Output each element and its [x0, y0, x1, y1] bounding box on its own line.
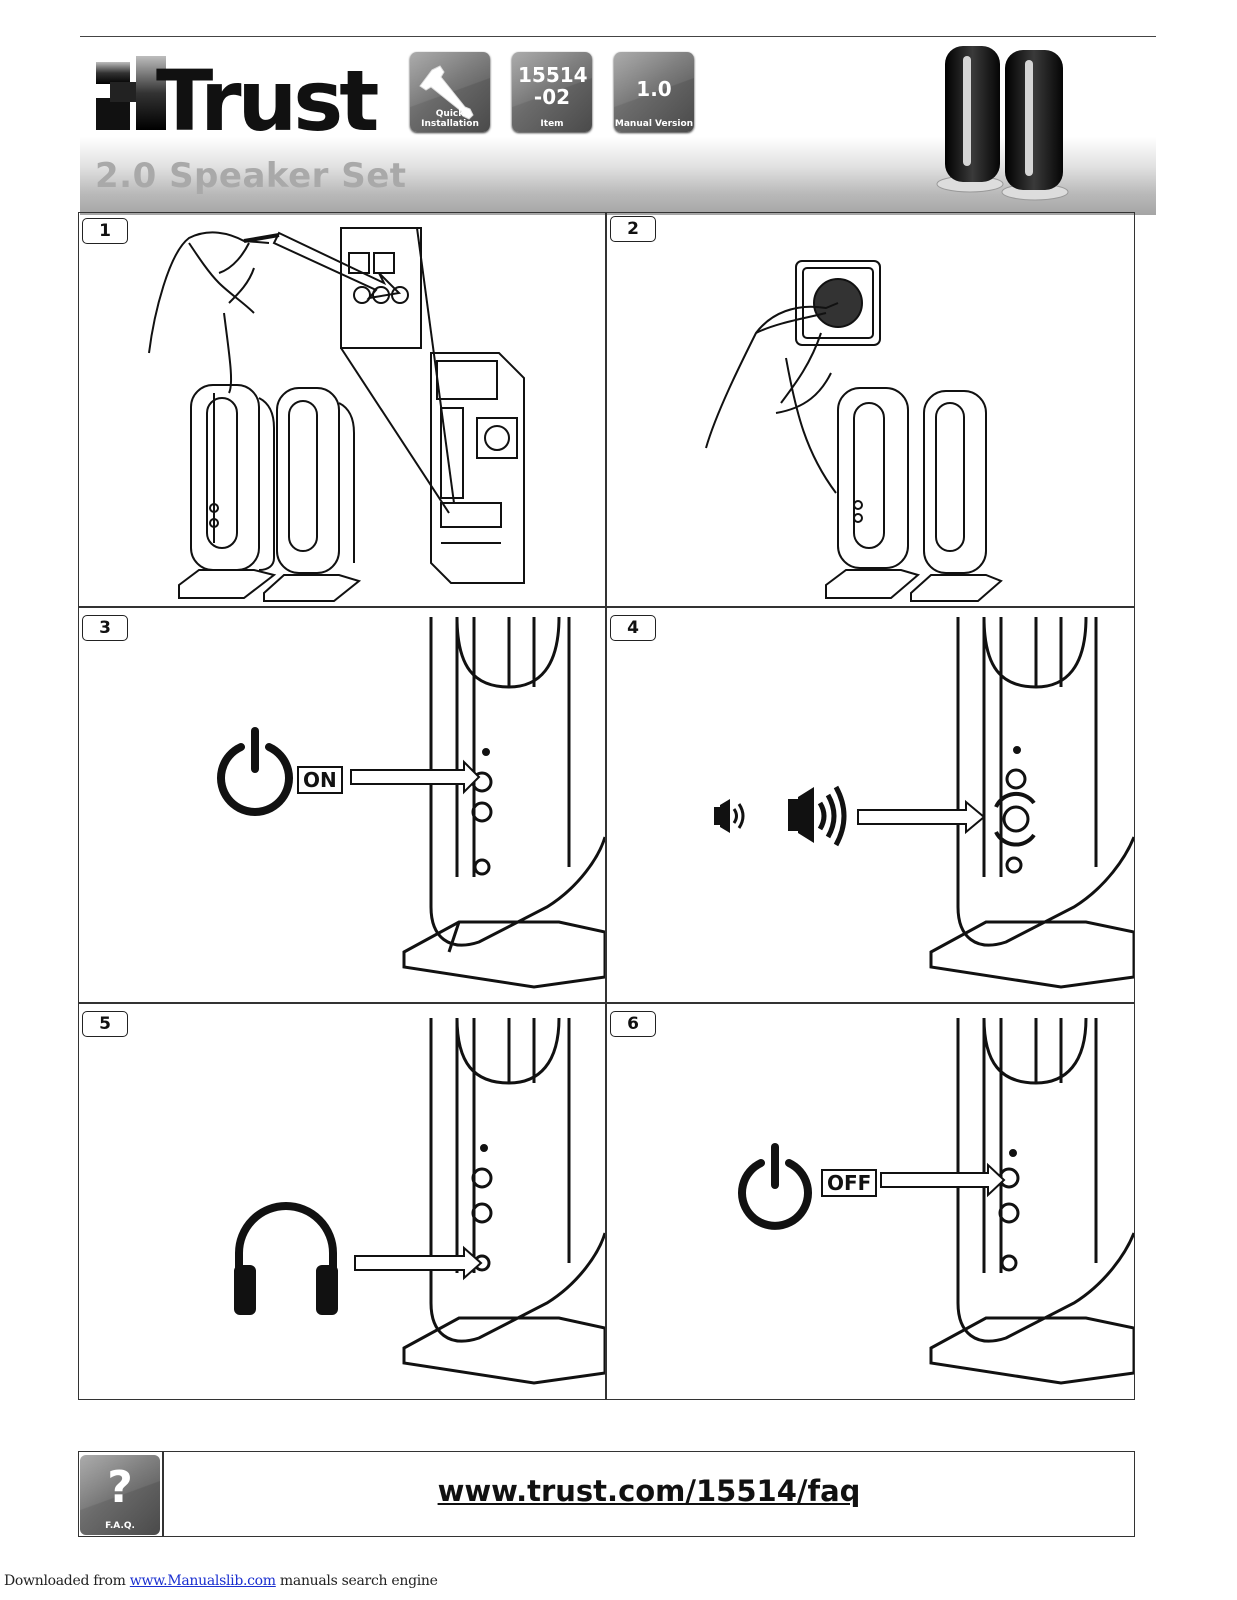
faq-box: [78, 1451, 1135, 1537]
manual-version-tile: 1.0 Manual Version: [614, 52, 694, 132]
step-1-number: 1: [82, 218, 128, 244]
step-3-number: 3: [82, 615, 128, 641]
item-number-tile: 15514 -02 Item: [512, 52, 592, 132]
grid-divider-horizontal: [78, 606, 1135, 608]
tile-label: Quick Installation: [421, 109, 479, 129]
manualslib-link[interactable]: www.Manualslib.com: [129, 1573, 276, 1589]
question-mark-icon: ?: [107, 1462, 133, 1513]
arrow-icon: [880, 1162, 1006, 1198]
tile-label: Item: [540, 119, 564, 129]
step-5-number: 5: [82, 1011, 128, 1037]
logo-brand-text: Trust: [156, 52, 378, 138]
top-rule: [80, 36, 1156, 37]
product-title: 2.0 Speaker Set: [95, 156, 407, 196]
step-1-illustration: [148, 227, 525, 602]
volume-high-waves-icon: [817, 785, 847, 847]
step-6-number: 6: [610, 1011, 656, 1037]
tile-label: Manual Version: [614, 119, 694, 129]
footer-suffix: manuals search engine: [275, 1573, 438, 1589]
grid-divider-horizontal: [78, 1002, 1135, 1004]
power-off-icon: [738, 1143, 812, 1230]
step-4-illustration: [714, 616, 1134, 989]
faq-icon: ? F.A.Q.: [80, 1455, 160, 1535]
step-2-number: 2: [610, 216, 656, 242]
instruction-grid: [78, 212, 1135, 1400]
off-label: OFF: [821, 1169, 878, 1197]
step-2-illustration: [705, 260, 1003, 602]
faq-divider: [162, 1451, 164, 1537]
faq-link[interactable]: www.trust.com/15514/faq: [437, 1474, 861, 1508]
faq-icon-label: F.A.Q.: [105, 1521, 135, 1531]
step-3-illustration: [217, 616, 605, 989]
volume-low-waves-icon: [732, 803, 745, 829]
wrench-icon: [419, 65, 474, 120]
footer-prefix: Downloaded from: [4, 1573, 130, 1589]
arrow-icon: [350, 759, 481, 795]
grid-divider-vertical: [605, 212, 607, 1400]
trust-logo: Trust: [96, 52, 382, 138]
power-on-icon: [217, 727, 293, 816]
download-footer: Downloaded from www.Manualslib.com manua…: [4, 1573, 438, 1589]
step-6-illustration: [738, 1017, 1134, 1385]
volume-low-icon: [714, 799, 730, 833]
step-5-illustration: [234, 1017, 605, 1385]
arrow-icon: [857, 799, 986, 835]
speaker-product-image: [936, 46, 1069, 201]
headphones-icon: [234, 1202, 338, 1315]
step-4-number: 4: [610, 615, 656, 641]
volume-high-icon: [788, 787, 814, 843]
on-label: ON: [297, 766, 343, 794]
quick-installation-tile: Quick Installation: [410, 52, 490, 132]
manual-version: 1.0: [636, 77, 672, 101]
item-number: 15514 -02: [518, 63, 588, 109]
arrow-icon: [354, 1245, 483, 1281]
